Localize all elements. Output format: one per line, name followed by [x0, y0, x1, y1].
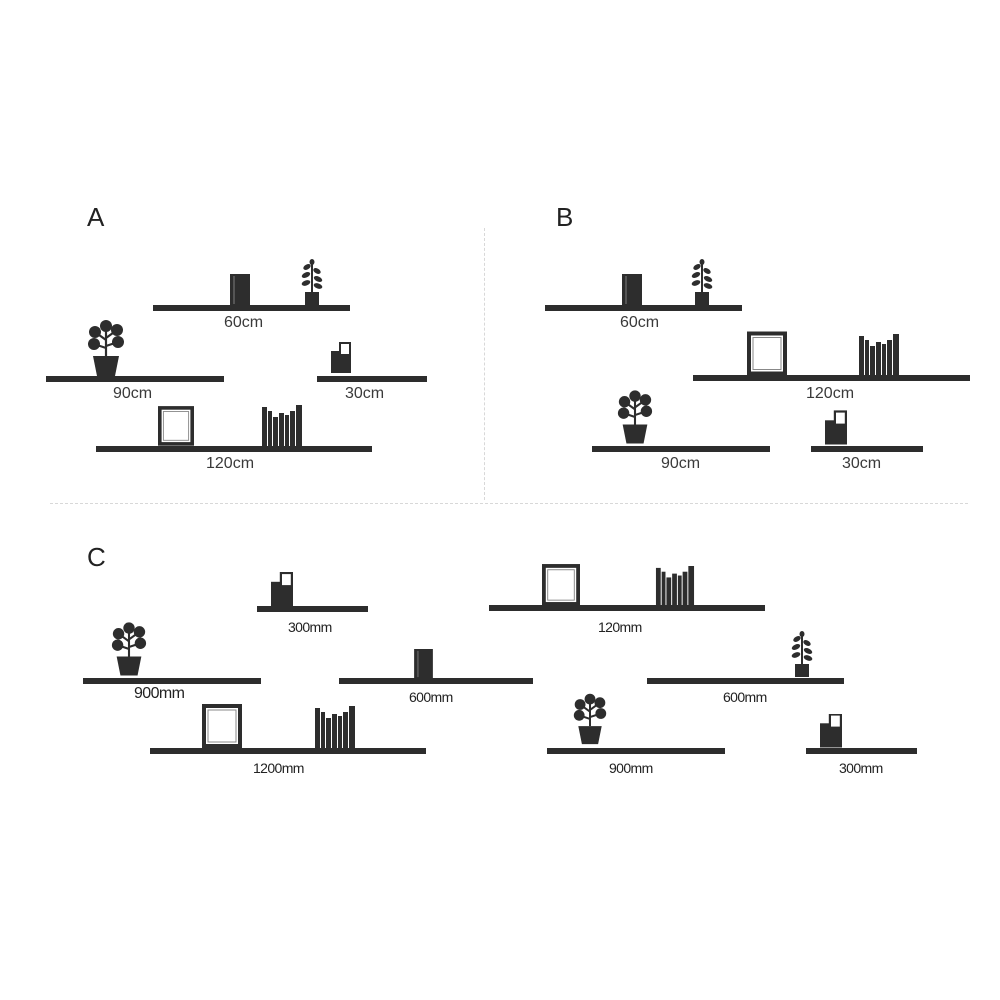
shelf-a-90 — [46, 376, 224, 382]
books-icon — [655, 566, 695, 606]
shelf-c-600-center — [339, 678, 533, 684]
picture-frame-icon — [542, 562, 580, 606]
book-icon — [413, 649, 434, 679]
shelf-b-90 — [592, 446, 770, 452]
potted-plant-icon — [110, 619, 148, 677]
shelf-label-c-900-bottom: 900mm — [609, 760, 653, 776]
shelf-c-120 — [489, 605, 765, 611]
shelf-label-c-300-bottom: 300mm — [839, 760, 883, 776]
small-plant-icon — [300, 258, 324, 306]
shelf-b-120 — [693, 375, 970, 381]
shelf-label-c-1200: 1200mm — [253, 760, 304, 776]
shelf-a-60 — [153, 305, 350, 311]
shelf-label-c-900-mid: 900mm — [134, 685, 185, 702]
picture-frame-icon — [158, 404, 194, 446]
shelf-a-120 — [96, 446, 372, 452]
shelf-a-30 — [317, 376, 427, 382]
books-icon — [262, 405, 302, 447]
books-icon — [315, 706, 355, 748]
section-a-title: A — [87, 202, 105, 232]
shelf-label-b-60: 60cm — [620, 314, 660, 331]
potted-plant-icon — [572, 689, 608, 747]
shelf-label-c-300-top: 300mm — [288, 619, 332, 635]
shelf-label-a-30: 30cm — [345, 385, 385, 402]
book-icon — [622, 274, 642, 306]
shelf-c-900-bottom — [547, 748, 725, 754]
shelf-label-b-120: 120cm — [806, 385, 855, 402]
picture-frame-icon — [202, 702, 242, 748]
shelf-label-b-90: 90cm — [661, 455, 701, 472]
shelf-label-c-600-center: 600mm — [409, 689, 453, 705]
shelf-label-a-90: 90cm — [113, 385, 153, 402]
shelf-label-b-30: 30cm — [842, 455, 882, 472]
shelf-label-c-600-right: 600mm — [723, 689, 767, 705]
book-icon — [230, 274, 250, 306]
potted-plant-icon — [86, 317, 126, 377]
section-c-title: C — [87, 542, 106, 572]
horizontal-divider — [50, 503, 968, 504]
shelf-b-30 — [811, 446, 923, 452]
shelf-b-60 — [545, 305, 742, 311]
shelf-label-a-120: 120cm — [206, 455, 255, 472]
canister-icon — [825, 410, 847, 446]
small-plant-icon — [790, 630, 814, 678]
shelf-c-300-bottom — [806, 748, 917, 754]
shelf-c-1200 — [150, 748, 426, 754]
shelf-c-300-top — [257, 606, 368, 612]
potted-plant-icon — [616, 387, 654, 445]
canister-icon — [820, 714, 842, 748]
books-icon — [858, 334, 900, 376]
vertical-divider — [484, 228, 485, 500]
shelf-c-600-right — [647, 678, 844, 684]
section-b-title: B — [556, 202, 574, 232]
canister-icon — [331, 340, 351, 376]
small-plant-icon — [690, 258, 714, 306]
picture-frame-icon — [747, 329, 787, 376]
shelf-label-c-120: 120mm — [598, 619, 642, 635]
shelf-c-900-mid — [83, 678, 261, 684]
shelf-label-a-60: 60cm — [224, 314, 264, 331]
canister-icon — [271, 572, 293, 607]
